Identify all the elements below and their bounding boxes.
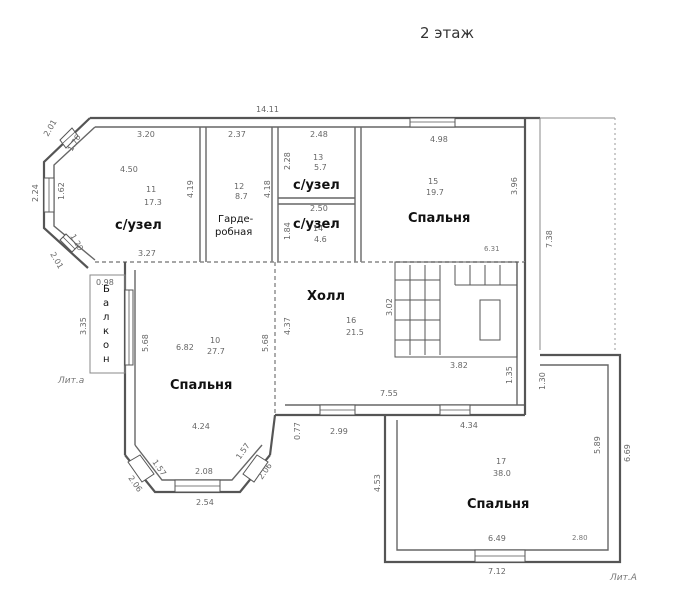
room-label-hall: Холл — [307, 289, 345, 304]
dim-bath-left-index: 4.50 — [120, 165, 138, 174]
bay-window-bottom-right — [242, 454, 269, 483]
dim-bath-mid-width: 2.48 — [310, 130, 328, 139]
dim-bay2-b: 1.57 — [234, 441, 252, 461]
room-label-bath-mid-top: с/узел — [293, 178, 340, 193]
dim-bath-left-area: 17.3 — [144, 198, 162, 207]
label-lit-a-right: Лит.А — [609, 573, 637, 583]
dim-bl-index: 6.82 — [176, 343, 194, 352]
dim-h-302: 3.02 — [385, 298, 394, 316]
dim-w-755: 7.55 — [380, 389, 398, 398]
bay-window-1 — [59, 127, 79, 149]
svg-text:Б: Б — [103, 284, 110, 295]
dim-hall-area: 21.5 — [346, 328, 364, 337]
dim-bath-left-n: 11 — [146, 185, 156, 194]
dim-br-area: 38.0 — [493, 469, 511, 478]
dim-h-453: 4.53 — [373, 474, 382, 492]
dim-h-396: 3.96 — [510, 177, 519, 195]
label-lit-a-left: Лит.а — [57, 376, 84, 386]
dim-bath-mid2-width: 2.50 — [310, 204, 328, 213]
dim-bedroom-tr-n: 15 — [428, 177, 438, 186]
dim-h-669: 6.69 — [623, 444, 632, 462]
dim-br-n: 17 — [496, 457, 506, 466]
dim-w-712: 7.12 — [488, 567, 506, 576]
dim-h-228: 2.28 — [283, 152, 292, 170]
dim-s-280: 2.80 — [572, 534, 588, 542]
dim-bl-bottom-index: 4.24 — [192, 422, 210, 431]
hall-window — [319, 404, 356, 416]
bay-window-3 — [59, 233, 79, 253]
room-label-bath-mid-bottom: с/узел — [293, 217, 340, 232]
dim-w-254: 2.54 — [196, 498, 214, 507]
dim-h-568: 5.68 — [141, 334, 150, 352]
dim-bl-area: 27.7 — [207, 347, 225, 356]
hall-window-2 — [439, 404, 471, 416]
bedroom-br-inner — [396, 364, 609, 551]
bedroom-br-window — [474, 549, 526, 563]
room-label-bedroom-left: Спальня — [170, 378, 232, 393]
dim-w-077: 0.77 — [293, 422, 302, 440]
svg-text:а: а — [103, 298, 109, 309]
svg-text:н: н — [103, 354, 110, 365]
bedroom-right-corner — [268, 414, 277, 456]
dim-w-299: 2.99 — [330, 427, 348, 436]
dim-h-589: 5.89 — [593, 436, 602, 454]
svg-text:к: к — [103, 326, 109, 337]
dim-hall-n: 16 — [346, 316, 356, 325]
dim-bay-d: 1.62 — [57, 182, 66, 200]
dim-h-135: 1.35 — [505, 366, 514, 384]
dim-bath-mid2-area: 4.6 — [314, 235, 327, 244]
svg-text:о: о — [103, 340, 109, 351]
page-title: 2 этаж — [420, 24, 474, 42]
bay-window-bottom-left — [127, 454, 155, 483]
dim-h-419: 4.19 — [186, 180, 195, 198]
room-label-wardrobe-1: Гарде- — [218, 214, 254, 225]
dim-w-434: 4.34 — [460, 421, 478, 430]
dim-w-382: 3.82 — [450, 361, 468, 370]
svg-text:л: л — [103, 312, 109, 323]
dim-wardrobe-width: 2.37 — [228, 130, 246, 139]
room-label-balcony: Б а л к о н — [103, 284, 110, 365]
dim-bedroom-tr-width: 4.98 — [430, 135, 448, 144]
room-label-bath-left: с/узел — [115, 218, 162, 233]
window-top-right — [409, 117, 456, 128]
dim-bay2-d: 2.08 — [195, 467, 213, 476]
room-label-bedroom-bottom-right: Спальня — [467, 497, 529, 512]
staircase — [394, 261, 518, 358]
dim-h-437: 4.37 — [283, 317, 292, 335]
dim-bath-left-width: 3.20 — [137, 130, 155, 139]
dim-h-568b: 5.68 — [261, 334, 270, 352]
dim-wardrobe-n: 12 — [234, 182, 244, 191]
dim-bay-a: 2.01 — [42, 118, 59, 138]
bedroom-br-outer — [383, 353, 622, 564]
room-label-bedroom-top-right: Спальня — [408, 211, 470, 226]
dim-bay-f: 2.01 — [48, 251, 65, 271]
dim-bl-n: 10 — [210, 336, 220, 345]
dim-bedroom-tr-area: 19.7 — [426, 188, 444, 197]
bay-window-2 — [43, 177, 55, 213]
dim-bay-c: 2.24 — [31, 184, 40, 202]
dim-w-327: 3.27 — [138, 249, 156, 258]
balcony-door — [124, 289, 134, 366]
dim-h-418: 4.18 — [263, 180, 272, 198]
bay-window-bottom-mid — [174, 479, 221, 493]
dim-bath-mid-n: 13 — [313, 153, 323, 162]
dim-balcony-335: 3.35 — [79, 317, 88, 335]
dim-w-649: 6.49 — [488, 534, 506, 543]
dim-h-184: 1.84 — [283, 222, 292, 240]
dim-overall-top: 14.11 — [256, 105, 279, 114]
dim-w-098: 0.98 — [96, 278, 114, 287]
room-label-wardrobe-2: робная — [215, 227, 252, 238]
dim-wardrobe-area: 8.7 — [235, 192, 248, 201]
dim-bath-mid2-n: 14 — [313, 224, 323, 233]
dim-bath-mid-area: 5.7 — [314, 163, 327, 172]
dim-h-130: 1.30 — [538, 372, 547, 390]
dim-h-738: 7.38 — [545, 230, 554, 248]
dim-s-631: 6.31 — [484, 245, 500, 253]
